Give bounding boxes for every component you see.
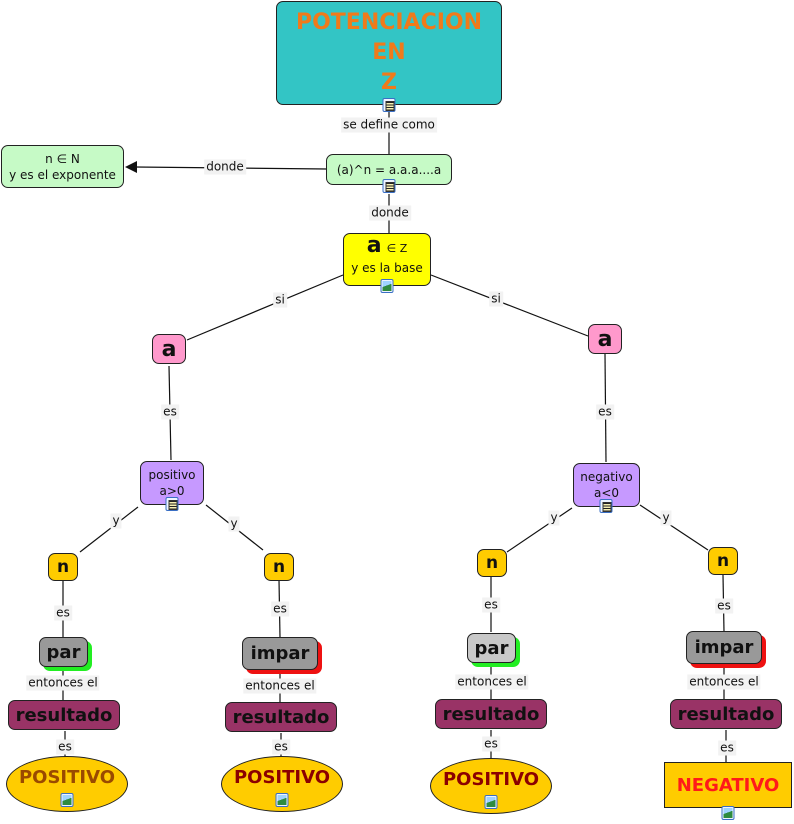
resultado-node[interactable]: resultado <box>225 702 337 732</box>
base-line2: y es la base <box>351 261 423 275</box>
link-label-y: y <box>548 510 560 526</box>
n-node[interactable]: n <box>477 549 507 577</box>
n-text: n <box>716 551 730 571</box>
link-label-es: es <box>482 736 500 752</box>
outcome-positivo-node[interactable]: POSITIVO <box>221 756 343 812</box>
image-icon[interactable] <box>721 806 735 820</box>
link-label-donde-left: donde <box>204 159 246 175</box>
impar-node[interactable]: impar <box>686 631 762 664</box>
resultado-text: resultado <box>15 704 113 726</box>
negativo-node[interactable]: negativo a<0 <box>573 463 640 507</box>
link-label-es: es <box>715 598 733 614</box>
outcome-text: NEGATIVO <box>676 774 780 796</box>
resultado-node[interactable]: resultado <box>670 699 782 729</box>
link-label-entonces-el: entonces el <box>26 675 100 691</box>
definition-text: (a)^n = a.a.a....a <box>336 162 442 177</box>
par-node[interactable]: par <box>467 633 516 663</box>
title-line1: POTENCIACION <box>295 10 483 35</box>
title-node[interactable]: POTENCIACION EN Z <box>276 1 502 105</box>
link-label-es: es <box>718 740 736 756</box>
link-label-es: es <box>272 739 290 755</box>
image-icon[interactable] <box>380 279 394 293</box>
a-node-left[interactable]: a <box>152 334 186 364</box>
document-icon[interactable] <box>382 179 396 193</box>
link-label-si-right: si <box>489 291 503 307</box>
n-text: n <box>272 557 286 577</box>
n-text: n <box>485 553 499 573</box>
sign-line1: negativo <box>580 470 633 484</box>
link-label-es: es <box>56 739 74 755</box>
base-suffix: ∈ Z <box>386 242 408 255</box>
exponent-line2: y es el exponente <box>9 167 116 182</box>
title-line3: Z <box>381 70 397 95</box>
link-label-si-left: si <box>273 292 287 308</box>
impar-node[interactable]: impar <box>242 637 318 670</box>
sign-line1: positivo <box>148 468 196 482</box>
link-label-es: es <box>161 404 179 420</box>
n-node[interactable]: n <box>264 553 294 581</box>
base-node[interactable]: a ∈ Z y es la base <box>343 233 431 286</box>
document-icon[interactable] <box>165 497 179 511</box>
image-icon[interactable] <box>60 793 74 807</box>
base-symbol: a <box>366 233 382 258</box>
link-label-es: es <box>596 404 614 420</box>
parity-text: impar <box>250 643 310 664</box>
arrowhead-icon <box>125 161 137 173</box>
link-label-es: es <box>54 605 72 621</box>
a-text: a <box>161 336 177 362</box>
par-node[interactable]: par <box>39 637 88 667</box>
resultado-node[interactable]: resultado <box>8 700 120 730</box>
outcome-text: POSITIVO <box>233 766 331 788</box>
sign-line2: a>0 <box>159 484 185 498</box>
resultado-text: resultado <box>442 703 540 725</box>
link-label-entonces-el: entonces el <box>455 674 529 690</box>
parity-text: par <box>46 641 81 663</box>
resultado-text: resultado <box>677 703 775 725</box>
parity-text: par <box>474 637 509 659</box>
definition-node[interactable]: (a)^n = a.a.a....a <box>326 154 452 185</box>
link-label-entonces-el: entonces el <box>243 678 317 694</box>
link-label-es: es <box>271 601 289 617</box>
image-icon[interactable] <box>275 793 289 807</box>
outcome-text: POSITIVO <box>442 768 540 790</box>
link-label-entonces-el: entonces el <box>687 674 761 690</box>
document-icon[interactable] <box>382 98 396 112</box>
link-label-se-define-como: se define como <box>341 117 437 133</box>
title-line2: EN <box>372 40 406 65</box>
n-node[interactable]: n <box>708 547 738 575</box>
document-icon[interactable] <box>599 499 613 513</box>
parity-text: impar <box>694 637 754 658</box>
n-text: n <box>56 557 70 577</box>
sign-line2: a<0 <box>593 486 620 500</box>
link-label-donde-down: donde <box>369 205 411 221</box>
image-icon[interactable] <box>484 795 498 809</box>
n-node[interactable]: n <box>48 553 78 581</box>
exponent-line1: n ∈ N <box>45 151 80 166</box>
link-label-es: es <box>482 597 500 613</box>
outcome-text: POSITIVO <box>18 766 116 788</box>
outcome-negativo-node[interactable]: NEGATIVO <box>664 762 792 808</box>
link-label-y: y <box>660 510 672 526</box>
link-label-y: y <box>110 513 122 529</box>
exponent-node[interactable]: n ∈ N y es el exponente <box>1 145 124 188</box>
resultado-text: resultado <box>232 706 330 728</box>
a-node-right[interactable]: a <box>588 324 622 354</box>
a-text: a <box>597 326 613 352</box>
resultado-node[interactable]: resultado <box>435 699 547 729</box>
link-label-y: y <box>228 516 240 532</box>
